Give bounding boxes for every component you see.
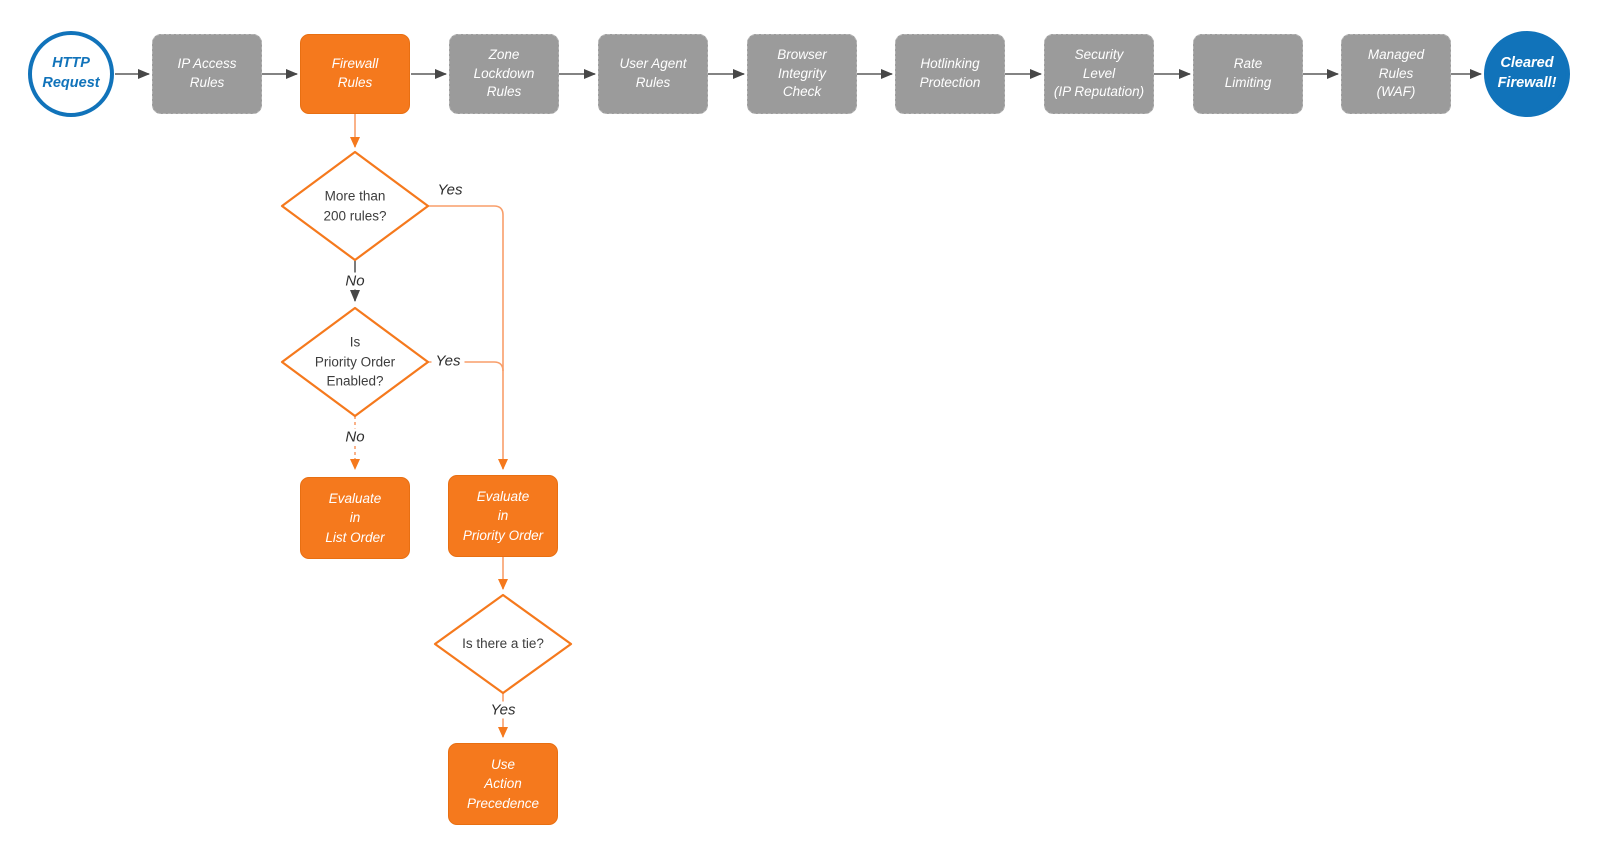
pipeline-node-rate-limiting: Rate Limiting bbox=[1193, 34, 1303, 114]
pipeline-node-ip-access-rules: IP Access Rules bbox=[152, 34, 262, 114]
decision-more-than-200-rules-shape bbox=[280, 150, 430, 262]
end-node-cleared-firewall: Cleared Firewall! bbox=[1484, 31, 1570, 117]
decision-priority-order-enabled-shape bbox=[280, 306, 430, 418]
edge-yes-merge-to-priority-column bbox=[428, 361, 504, 372]
decision-is-there-a-tie-shape bbox=[433, 593, 573, 695]
pipeline-node-managed-rules-waf: Managed Rules (WAF) bbox=[1341, 34, 1451, 114]
pipeline-node-security-level: Security Level (IP Reputation) bbox=[1044, 34, 1154, 114]
pipeline-node-label: Rate Limiting bbox=[1224, 56, 1272, 90]
action-node-use-action-precedence: Use Action Precedence bbox=[448, 743, 558, 825]
edge-label-yes-3: Yes bbox=[486, 701, 520, 719]
action-node-label: Use Action Precedence bbox=[466, 757, 540, 811]
end-node-label: Cleared Firewall! bbox=[1497, 55, 1557, 91]
edge-label-yes-2: Yes bbox=[431, 352, 465, 370]
pipeline-node-hotlinking-protection: Hotlinking Protection bbox=[895, 34, 1005, 114]
pipeline-node-firewall-rules: Firewall Rules bbox=[300, 34, 410, 114]
action-node-label: Evaluate in List Order bbox=[325, 491, 385, 545]
pipeline-node-label: Security Level (IP Reputation) bbox=[1053, 47, 1145, 100]
pipeline-node-label: Managed Rules (WAF) bbox=[1367, 47, 1425, 100]
action-node-label: Evaluate in Priority Order bbox=[462, 489, 544, 543]
decision-more-than-200-rules-label: More than 200 rules? bbox=[323, 188, 387, 223]
pipeline-node-label: Zone Lockdown Rules bbox=[473, 47, 535, 100]
edge-yes-to-evaluate-priority-order bbox=[428, 205, 508, 470]
start-node-label: HTTP Request bbox=[42, 55, 100, 91]
decision-is-there-a-tie-label: Is there a tie? bbox=[462, 636, 544, 652]
pipeline-node-user-agent-rules: User Agent Rules bbox=[598, 34, 708, 114]
pipeline-node-label: Browser Integrity Check bbox=[777, 47, 827, 100]
pipeline-node-label: Firewall Rules bbox=[331, 56, 379, 90]
pipeline-node-zone-lockdown-rules: Zone Lockdown Rules bbox=[449, 34, 559, 114]
pipeline-node-browser-integrity-check: Browser Integrity Check bbox=[747, 34, 857, 114]
edge-label-yes-1: Yes bbox=[433, 181, 467, 199]
action-node-evaluate-in-list-order: Evaluate in List Order bbox=[300, 477, 410, 559]
pipeline-node-label: IP Access Rules bbox=[177, 56, 237, 90]
edge-label-no-2: No bbox=[341, 428, 369, 446]
edge-label-no-1: No bbox=[341, 272, 369, 290]
action-node-evaluate-in-priority-order: Evaluate in Priority Order bbox=[448, 475, 558, 557]
pipeline-node-label: Hotlinking Protection bbox=[919, 56, 981, 90]
pipeline-node-label: User Agent Rules bbox=[619, 56, 687, 90]
start-node-http-request: HTTP Request bbox=[28, 31, 114, 117]
decision-priority-order-enabled-label: Is Priority Order Enabled? bbox=[314, 334, 396, 389]
